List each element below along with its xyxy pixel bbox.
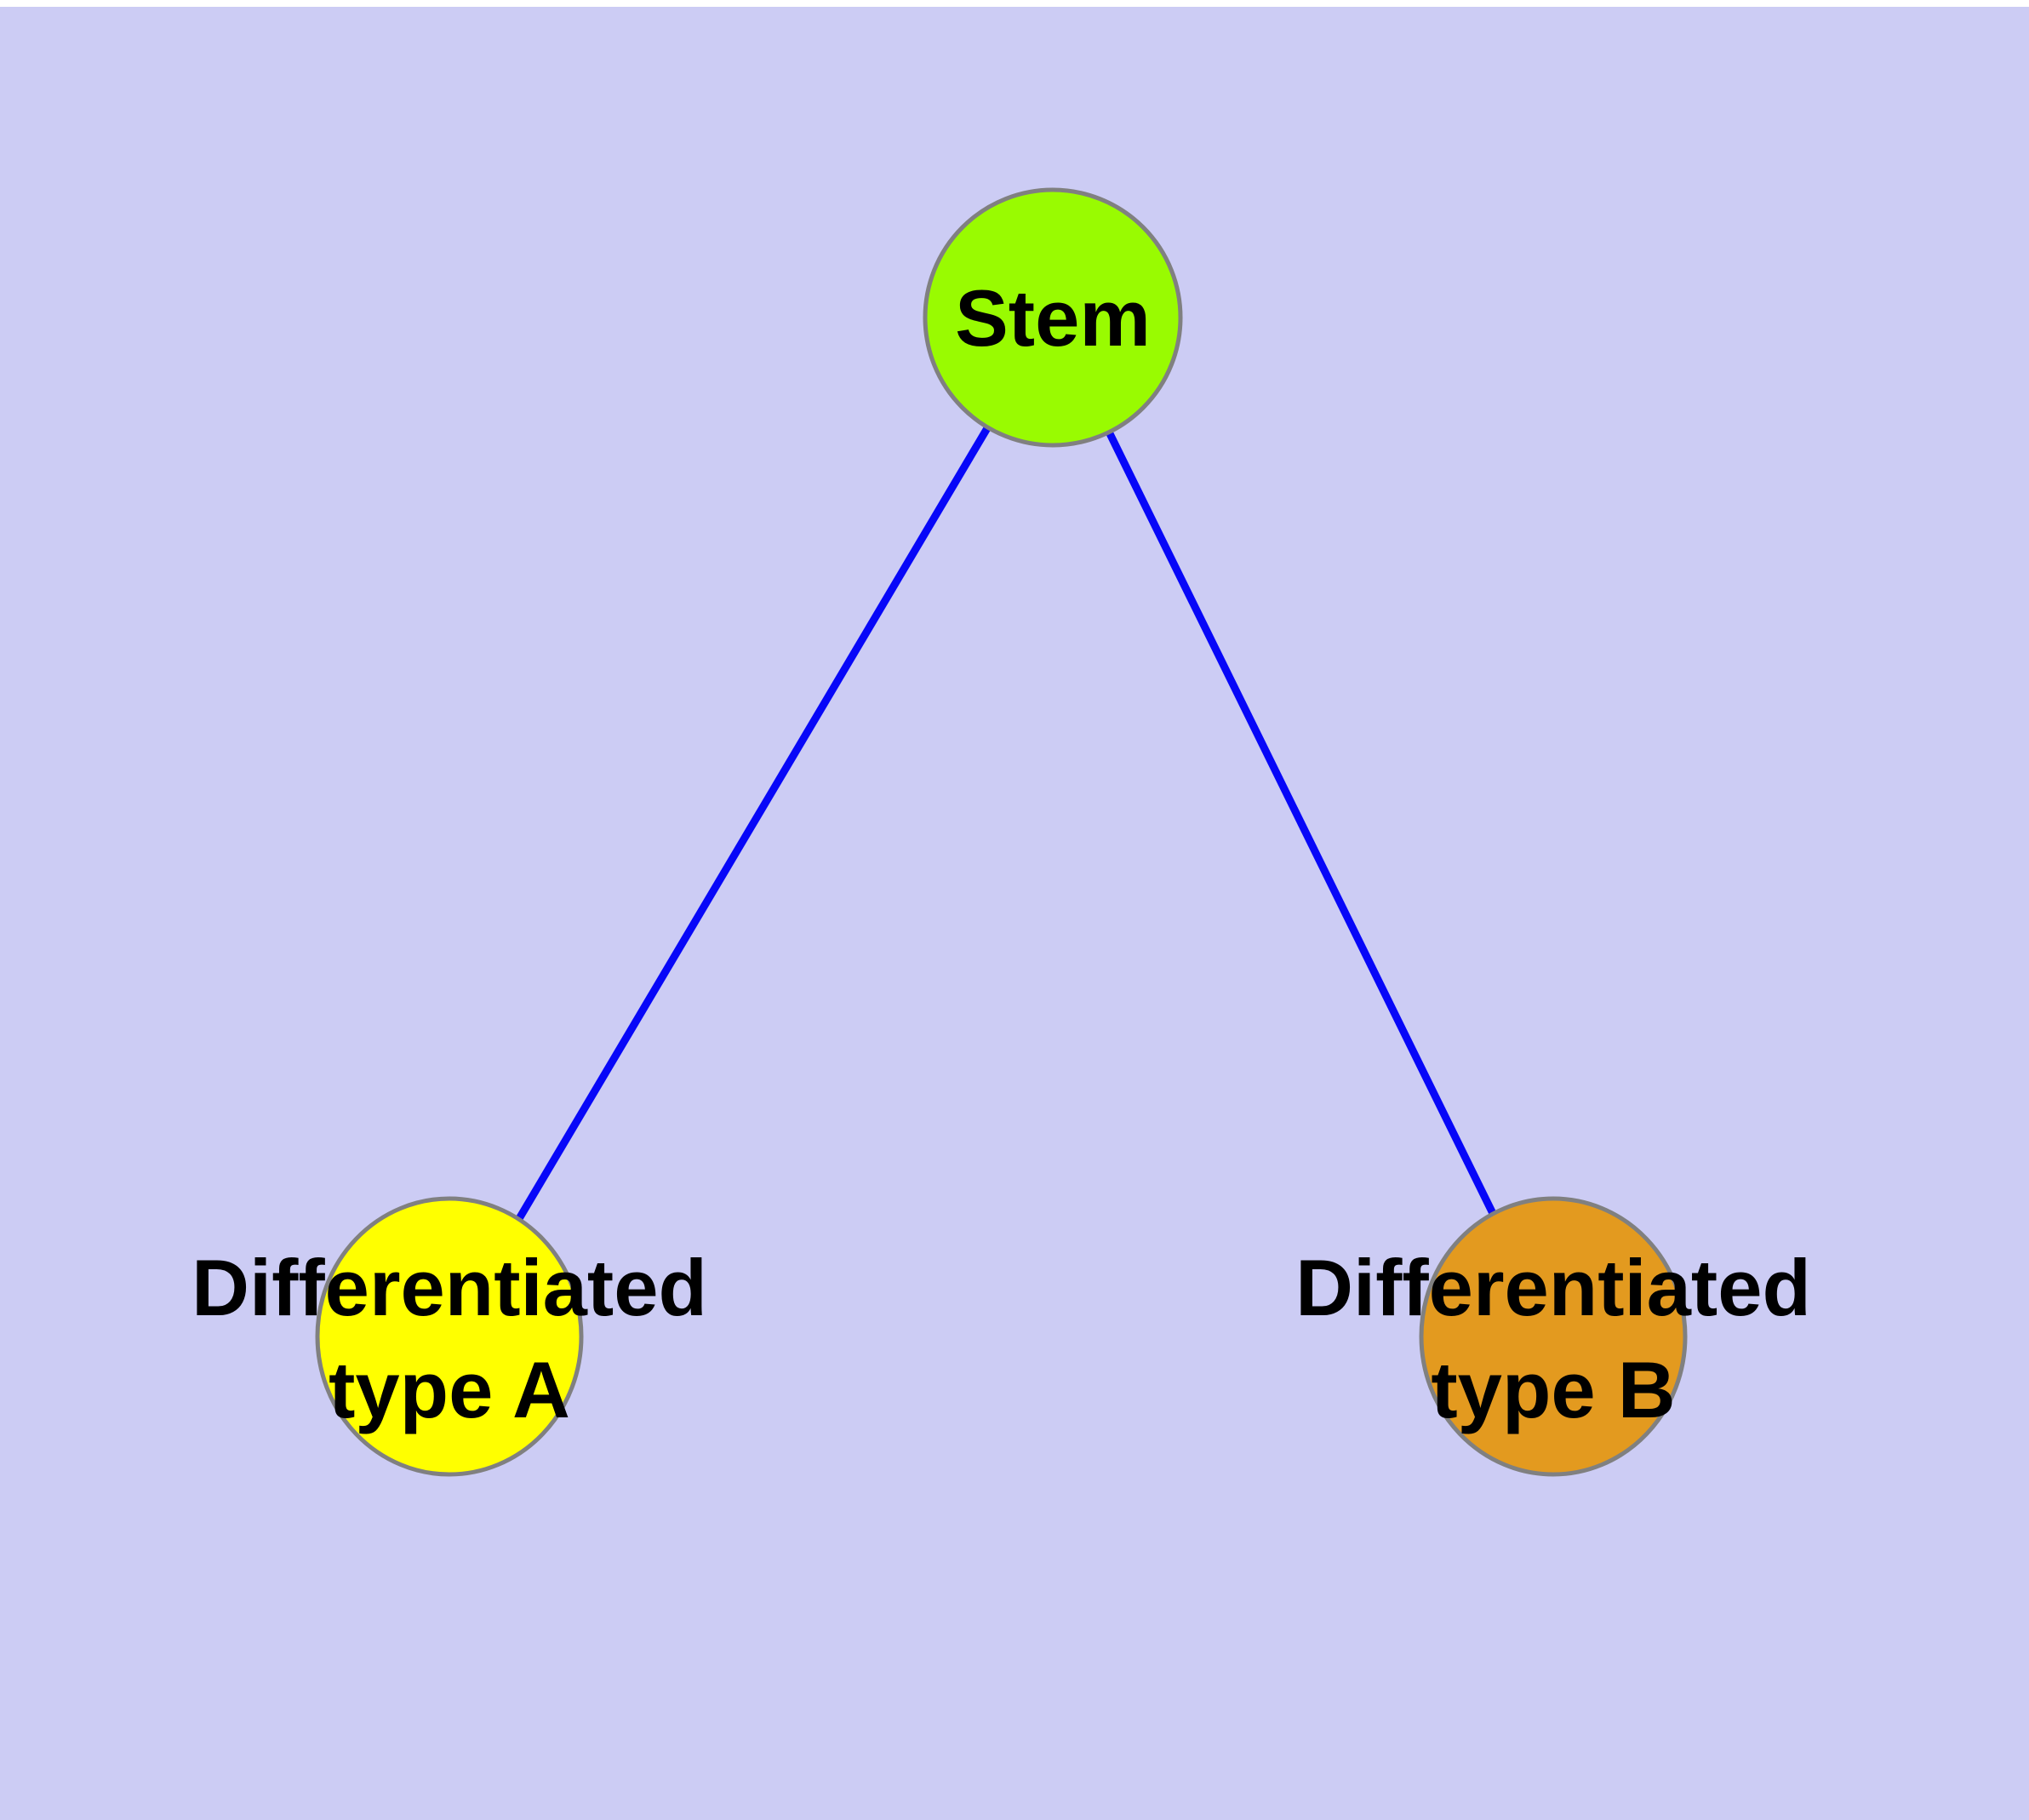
stem-node-label: Stem: [955, 273, 1151, 363]
type-a-node: [315, 1196, 584, 1477]
type-a-label-line1: Differentiated: [191, 1243, 707, 1332]
edge-stem-to-type-a: [446, 315, 1056, 1339]
type-b-label-line1: Differentiated: [1295, 1243, 1811, 1332]
edge-stem-to-type-b: [1049, 316, 1557, 1338]
type-a-label-line2: type A: [329, 1345, 570, 1434]
type-b-label-line2: type B: [1431, 1345, 1675, 1434]
stem-node: [923, 187, 1183, 448]
type-b-node: [1419, 1196, 1688, 1477]
